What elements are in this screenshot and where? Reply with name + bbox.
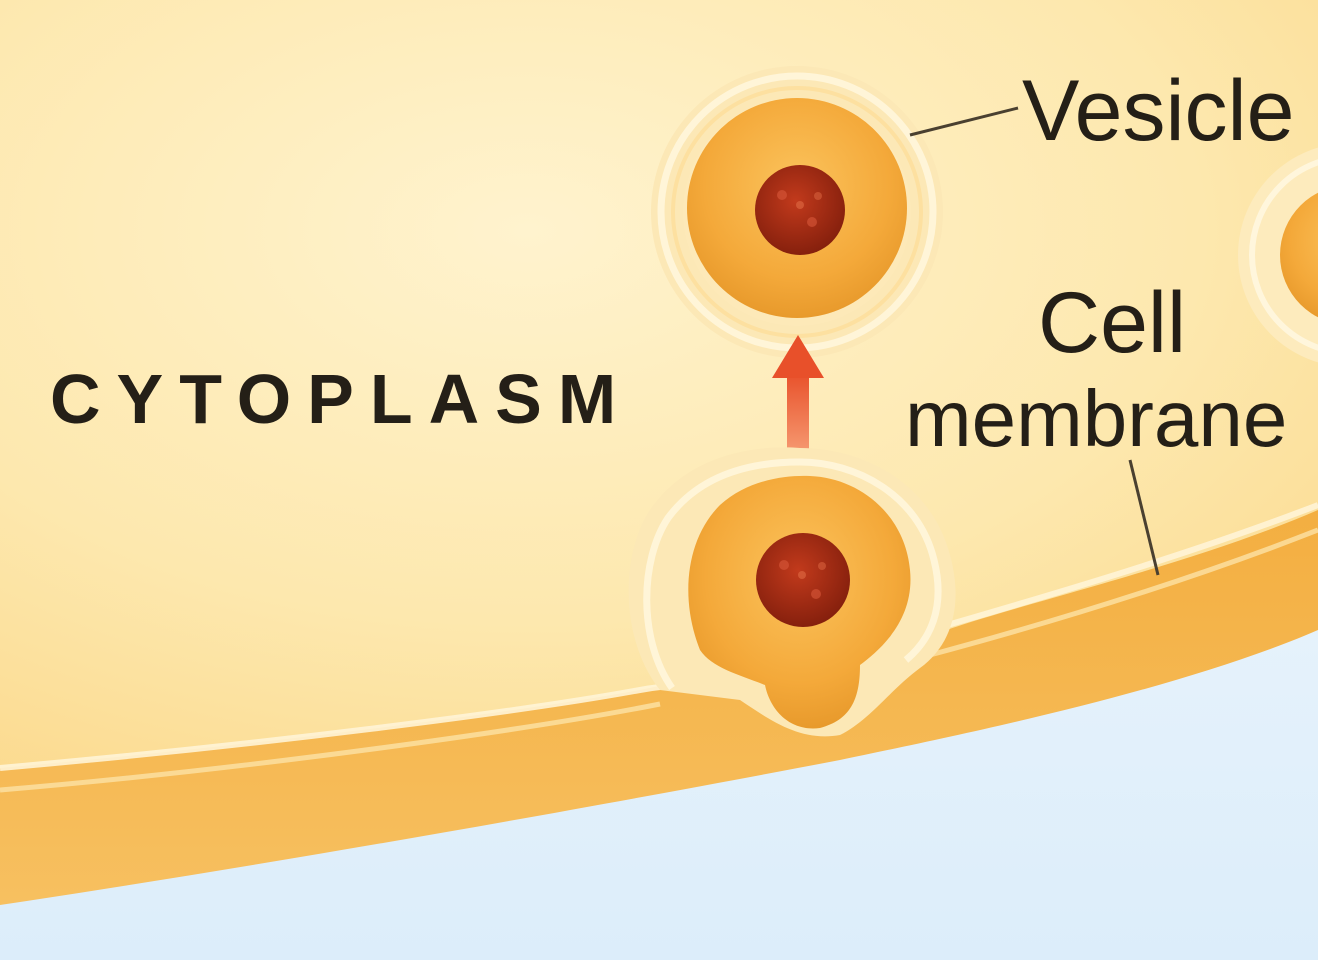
vesicle-label: Vesicle: [1022, 63, 1295, 159]
cargo-particle-top: [755, 165, 845, 255]
cytoplasm-label: CYTOPLASM: [50, 360, 632, 438]
free-vesicle: [651, 66, 943, 358]
cargo-particle-bottom: [756, 533, 850, 627]
cell-membrane-label-line2: membrane: [905, 374, 1287, 463]
cell-membrane-label-line1: Cell: [1038, 275, 1186, 371]
